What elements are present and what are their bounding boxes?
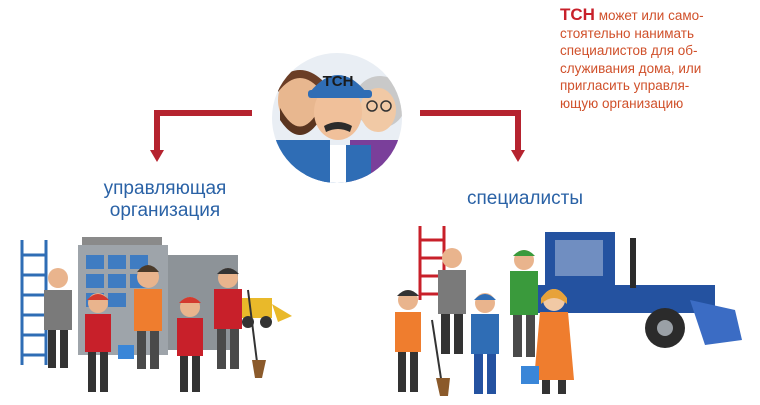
arrow-left-head	[150, 150, 164, 162]
note-line-6: ющую организацию	[560, 95, 684, 111]
cap-label: ТСН	[323, 73, 354, 90]
worker-l4	[177, 297, 203, 392]
label-management-company: управляющая организация	[70, 178, 260, 222]
worker-l3	[134, 265, 162, 369]
note-line-1: может или само-	[598, 8, 704, 23]
specialist-5	[534, 289, 574, 394]
label-management-line-2: организация	[109, 200, 221, 221]
tsn-note: ТСН может или само- стоятельно нанимать …	[560, 6, 755, 112]
note-line-3: специалистов для об-	[560, 43, 698, 58]
worker-l1	[44, 268, 72, 368]
right-group	[395, 226, 742, 396]
note-line-5: пригласить управля-	[560, 78, 690, 93]
yellow-loader	[238, 298, 292, 328]
specialist-1	[395, 290, 450, 396]
left-group	[20, 237, 292, 392]
note-line-2: стоятельно нанимать	[560, 25, 694, 41]
label-management-line-1: управляющая	[103, 178, 227, 199]
arrow-right-head	[511, 150, 525, 162]
ladder-left	[20, 240, 48, 365]
label-specialists: специалисты	[467, 188, 583, 209]
worker-l2	[85, 293, 111, 392]
tsn-members-circle	[272, 53, 402, 183]
specialist-2	[438, 248, 466, 354]
note-line-4: служивания дома, или	[560, 60, 702, 76]
arrow-left	[154, 110, 252, 150]
specialist-4	[510, 250, 538, 357]
worker-with-cap	[305, 75, 372, 183]
worker-l5	[214, 268, 266, 378]
blue-bucket-right	[521, 366, 539, 384]
blue-tractor	[525, 232, 742, 348]
note-lead: ТСН	[560, 5, 595, 24]
blue-bucket-left	[118, 345, 134, 359]
specialist-3	[471, 293, 499, 394]
arrow-right	[420, 110, 521, 150]
